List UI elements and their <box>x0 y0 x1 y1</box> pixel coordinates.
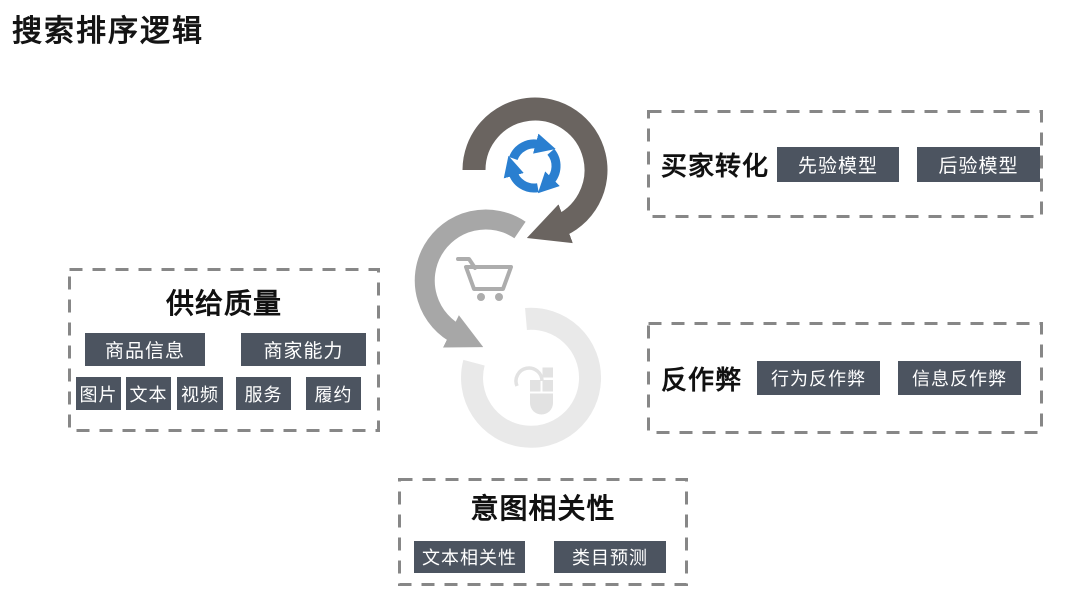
info-anti-cheat-chip: 信息反作弊 <box>898 361 1022 395</box>
merchant-capability-chip: 商家能力 <box>241 333 366 366</box>
intent-relevance-panel: 意图相关性 文本相关性 类目预测 <box>398 478 688 586</box>
anti-cheat-label: 反作弊 <box>661 364 743 395</box>
supply-quality-panel: 供给质量 商品信息 商家能力 图片 文本 视频 服务 履约 <box>68 268 380 432</box>
image-chip: 图片 <box>76 377 121 410</box>
intent-ring-icon <box>461 307 601 448</box>
text-relevance-chip: 文本相关性 <box>414 541 525 573</box>
intent-relevance-title: 意图相关性 <box>470 493 616 524</box>
product-info-chip: 商品信息 <box>85 333 205 366</box>
category-prediction-chip: 类目预测 <box>554 541 666 573</box>
posterior-model-chip: 后验模型 <box>917 146 1041 182</box>
video-chip: 视频 <box>177 377 223 410</box>
behavior-anti-cheat-chip: 行为反作弊 <box>757 361 881 395</box>
prior-model-chip: 先验模型 <box>777 146 900 182</box>
buyer-conversion-label: 买家转化 <box>661 150 770 181</box>
conversion-cycle-arrow-icon <box>462 97 608 244</box>
recycle-arrows-icon <box>512 133 563 195</box>
fulfillment-chip: 履约 <box>306 377 361 410</box>
mouse-click-icon <box>514 366 553 415</box>
service-chip: 服务 <box>236 377 291 410</box>
page-title: 搜索排序逻辑 <box>12 15 204 48</box>
supply-quality-title: 供给质量 <box>165 288 282 319</box>
buyer-conversion-panel: 买家转化 先验模型 后验模型 <box>647 110 1043 218</box>
engagement-cycle-arrow-icon <box>414 209 526 348</box>
shopping-cart-icon <box>456 257 513 301</box>
anti-cheat-panel: 反作弊 行为反作弊 信息反作弊 <box>647 322 1043 434</box>
text-chip: 文本 <box>126 377 171 410</box>
